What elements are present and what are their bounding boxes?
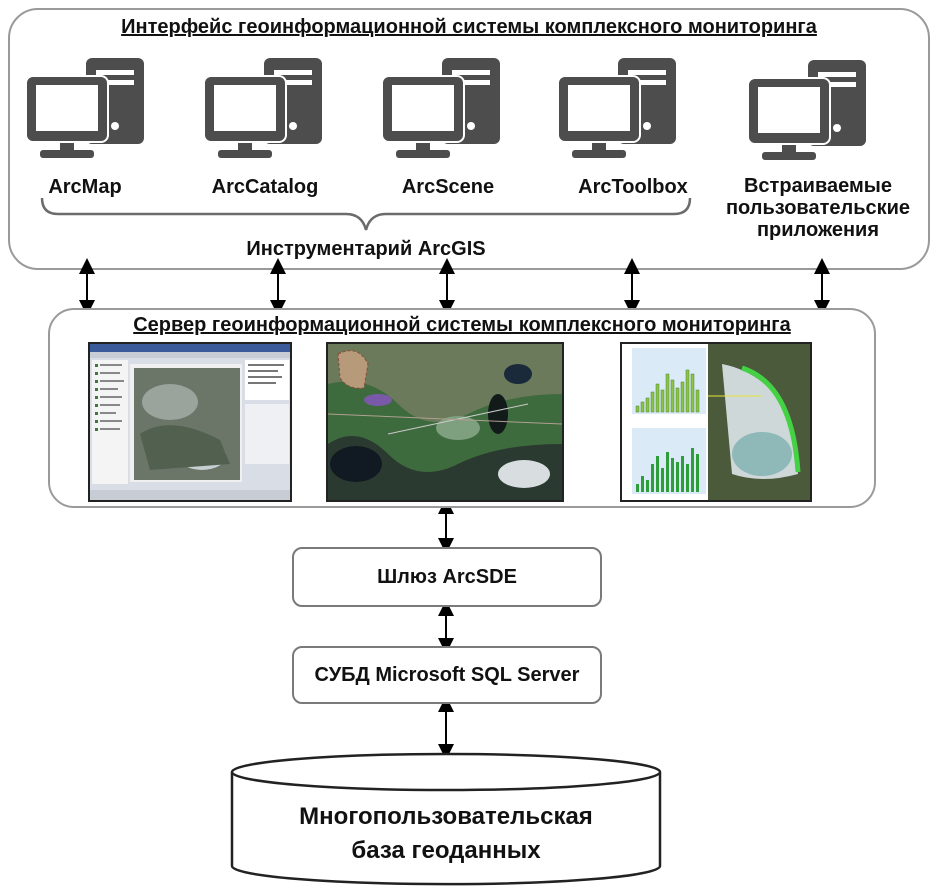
arcgis-brace bbox=[40, 196, 692, 232]
embedded-apps-line2: пользовательские bbox=[725, 197, 911, 219]
computer-icon bbox=[382, 58, 504, 160]
computer-icon bbox=[26, 58, 148, 160]
arcsde-gateway-box: Шлюз ArcSDE bbox=[292, 547, 602, 607]
embedded-apps-label: Встраиваемые пользовательские приложения bbox=[718, 175, 918, 241]
dbms-box: СУБД Microsoft SQL Server bbox=[292, 646, 602, 704]
embedded-apps-line3: приложения bbox=[756, 219, 880, 241]
charts-and-imagery-screenshot bbox=[620, 342, 812, 502]
geodatabase-line2: база геоданных bbox=[351, 837, 541, 864]
geodatabase-line1: Многопользовательская bbox=[299, 803, 593, 830]
tool-label-arcscene: ArcScene bbox=[401, 176, 495, 198]
computer-icon bbox=[748, 60, 870, 162]
computer-icon bbox=[558, 58, 680, 160]
computer-icon bbox=[204, 58, 326, 160]
geodatabase-label: Многопользовательская база геоданных bbox=[230, 800, 662, 868]
tool-label-arccatalog: ArcCatalog bbox=[211, 176, 319, 198]
satellite-map-screenshot bbox=[326, 342, 564, 502]
dbms-label: СУБД Microsoft SQL Server bbox=[314, 663, 580, 686]
tool-label-arcmap: ArcMap bbox=[48, 176, 122, 198]
server-panel-title: Сервер геоинформационной системы комплек… bbox=[133, 314, 791, 336]
geodatabase-cylinder bbox=[230, 752, 662, 886]
arcmap-window-screenshot bbox=[88, 342, 292, 502]
embedded-apps-line1: Встраиваемые bbox=[743, 175, 892, 197]
tool-label-arctoolbox: ArcToolbox bbox=[578, 176, 688, 198]
interface-panel-title: Интерфейс геоинформационной системы комп… bbox=[121, 16, 817, 38]
arcgis-toolkit-label: Инструментарий ArcGIS bbox=[246, 238, 486, 260]
arcsde-gateway-label: Шлюз ArcSDE bbox=[377, 565, 517, 588]
